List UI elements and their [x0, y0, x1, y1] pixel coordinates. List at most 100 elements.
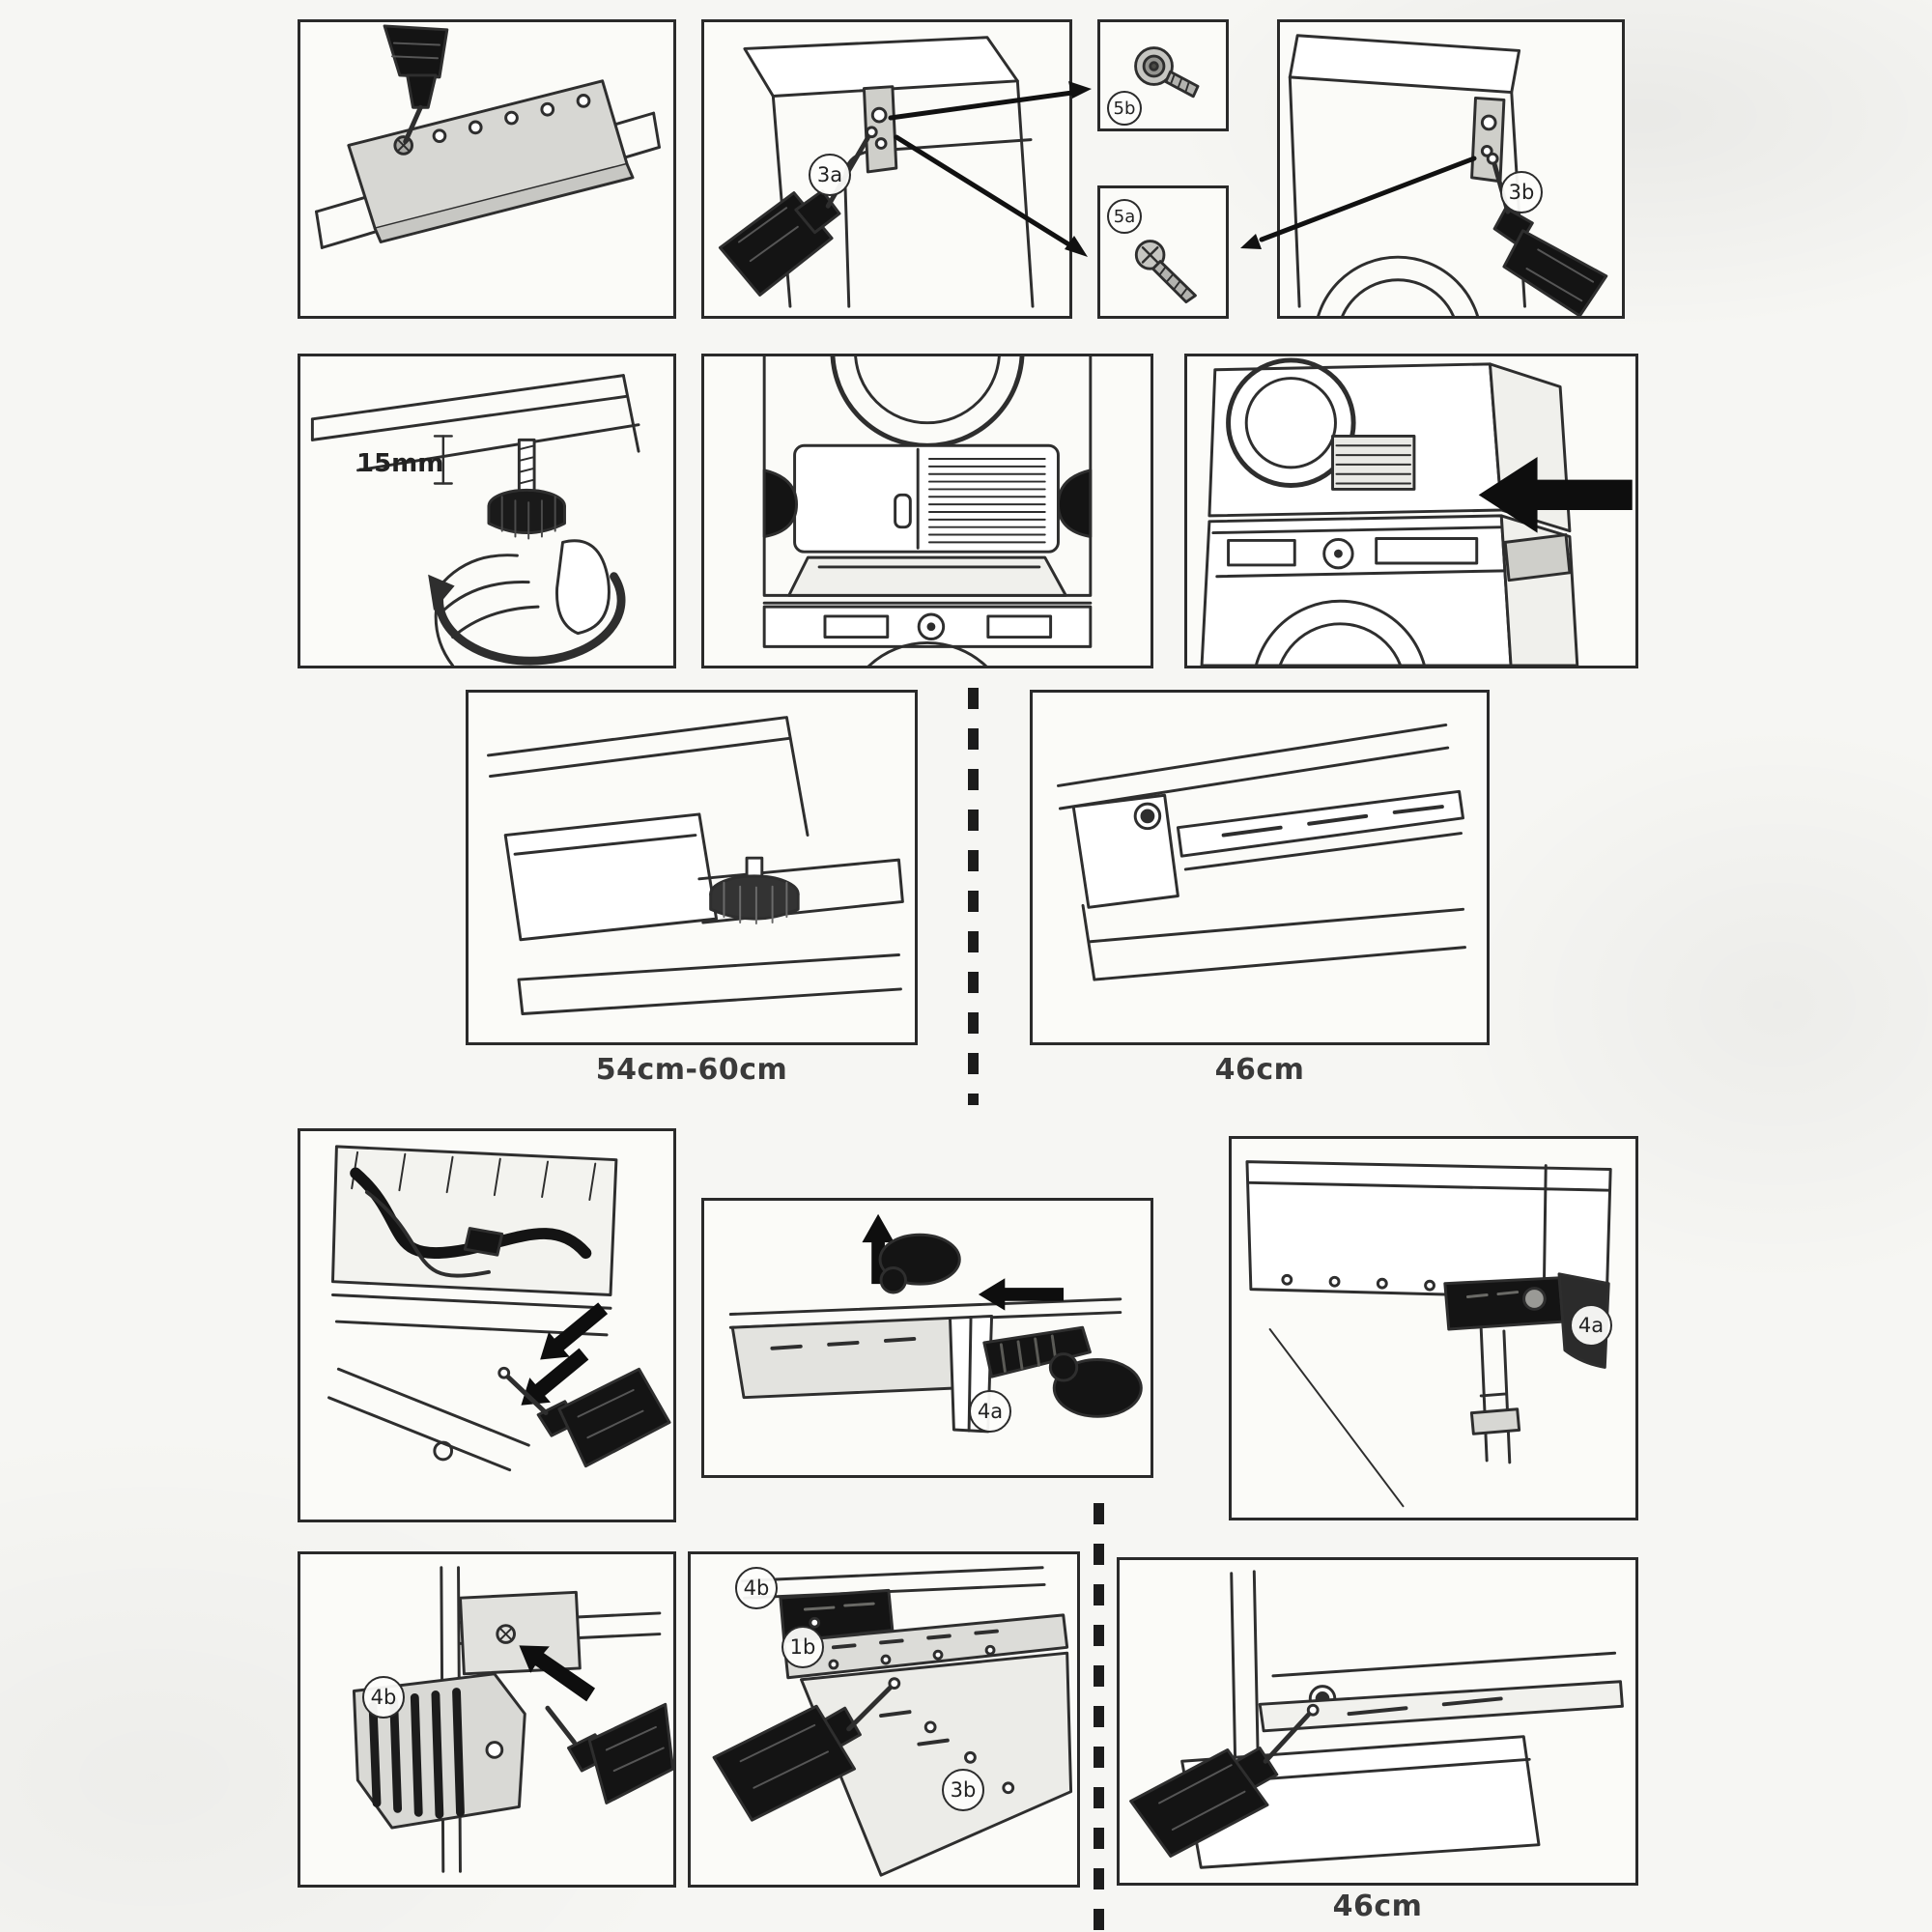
callout-4a-done: 4a — [1570, 1304, 1612, 1347]
panel-insert-4a: 4a — [701, 1198, 1153, 1478]
tapping-screw-icon — [1134, 240, 1197, 304]
joint-bracket — [1503, 533, 1572, 582]
lower-machine-top — [327, 1367, 530, 1472]
screwdriver-icon — [712, 1677, 901, 1822]
bracket-installed-illustration — [1245, 1160, 1612, 1508]
tapping-screw-illustration — [1134, 240, 1197, 304]
upper-machine-edge — [1056, 723, 1450, 810]
callout-1b: 1b — [781, 1626, 824, 1668]
depth-54-60-illustration — [487, 716, 904, 1015]
lower-machine-top — [1081, 903, 1466, 981]
foot-knob — [487, 488, 566, 540]
upper-machine-corner — [487, 716, 810, 942]
dryer-side — [771, 79, 1035, 308]
cover-plate — [347, 79, 635, 243]
rear-panel — [331, 1145, 618, 1296]
top-rail — [1258, 1651, 1624, 1733]
bracket-3b-illustration — [1288, 34, 1608, 316]
callout-5a: 5a — [1107, 199, 1142, 234]
drill-top-plate-illustration — [315, 24, 661, 249]
filter-drawer-illustration — [762, 356, 1093, 666]
lower-hand — [1048, 1352, 1143, 1418]
callout-3b-skirt: 3b — [942, 1769, 984, 1811]
adjustable-foot — [709, 856, 800, 925]
threaded-stud — [517, 438, 536, 493]
screwdriver-icon — [497, 1366, 671, 1468]
slide-arrow — [1478, 457, 1633, 533]
side-skirt — [730, 1316, 959, 1400]
screwdriver-icon — [1129, 1703, 1320, 1858]
callout-5b: 5b — [1107, 91, 1142, 126]
panel-drill-corner-46 — [1117, 1557, 1638, 1886]
drain-hose — [350, 1167, 592, 1260]
callout-3b: 3b — [1500, 171, 1543, 213]
stacking-bracket — [1470, 96, 1506, 184]
panel-screw-skirt: 4b 1b 3b — [688, 1551, 1080, 1888]
panel-cap-4b: 4b — [298, 1551, 676, 1888]
callout-4b-bracket: 4b — [735, 1567, 778, 1609]
power-cable — [364, 1190, 491, 1278]
corner-panel — [1071, 793, 1179, 909]
insert-arrow — [978, 1278, 1065, 1311]
dimension-ticks — [433, 435, 453, 485]
dimension-15mm: 15mm — [356, 449, 444, 478]
push-arrow — [519, 1645, 596, 1702]
leg — [1469, 1327, 1521, 1464]
upper-hand — [878, 1233, 961, 1294]
drill-corner-illustration — [1129, 1570, 1624, 1869]
slide-stack-illustration — [1200, 357, 1633, 666]
dashed-divider-top — [968, 688, 979, 1105]
mount-plate — [459, 1590, 582, 1676]
bracket-3a-illustration — [718, 36, 1035, 308]
machine-edge — [741, 1566, 1046, 1600]
filter-panel — [793, 443, 1060, 554]
open-drawer — [787, 555, 1067, 597]
lift-arrow — [862, 1213, 895, 1285]
floor-lines — [1268, 1328, 1405, 1508]
callout-4a-insert: 4a — [969, 1390, 1011, 1433]
corner-post — [1230, 1570, 1260, 1763]
rear-hose-illustration — [327, 1145, 671, 1472]
dashed-divider-bottom — [1094, 1503, 1104, 1932]
lower-machine-top — [517, 953, 902, 1015]
washer-unit — [1200, 514, 1579, 666]
screw-skirt-illustration — [712, 1566, 1073, 1877]
machine-mid-edge — [331, 1293, 612, 1337]
dryer-unit — [1208, 357, 1572, 533]
screwdriver-icon — [1486, 152, 1608, 316]
callout-3a: 3a — [809, 154, 851, 196]
screwdriver-icon — [383, 24, 449, 145]
rail — [782, 1613, 1069, 1680]
panel-depth-54-60 — [466, 690, 918, 1045]
panel-bracket-installed-4a: 4a — [1229, 1136, 1638, 1520]
cap-4b-illustration — [352, 1566, 673, 1873]
screwdriver-icon — [718, 126, 878, 297]
box-screw-5b: 5b — [1097, 19, 1229, 131]
panel-drill-top-plate — [298, 19, 676, 319]
depth-46-illustration — [1056, 723, 1466, 981]
screw-hole — [496, 1624, 516, 1644]
bracket-rail — [1176, 789, 1464, 871]
panel-adjust-foot-15mm: 15mm — [298, 354, 676, 668]
worktop-edge — [310, 374, 640, 472]
panel-depth-46 — [1030, 690, 1490, 1045]
machine-screw-icon — [1134, 46, 1200, 99]
insert-4a-illustration — [728, 1213, 1143, 1434]
adjust-foot-illustration — [310, 374, 640, 666]
box-screw-5a: 5a — [1097, 185, 1229, 319]
rotation-arrow — [428, 572, 626, 666]
screw-hole — [1133, 802, 1162, 831]
washer-top — [762, 601, 1093, 666]
callout-4b-cap: 4b — [362, 1676, 405, 1719]
dryer-top — [1288, 34, 1521, 95]
panel-filter-drawer — [701, 354, 1153, 668]
panel-rear-hose — [298, 1128, 676, 1522]
caption-depth-46: 46cm — [1214, 1053, 1305, 1087]
panel-bracket-3a: 3a — [701, 19, 1072, 319]
press-arrows — [521, 1302, 609, 1406]
screwdriver-icon — [545, 1702, 673, 1804]
panel-slide-stack — [1184, 354, 1638, 668]
support-ledge — [697, 858, 904, 924]
hands — [762, 469, 1093, 538]
